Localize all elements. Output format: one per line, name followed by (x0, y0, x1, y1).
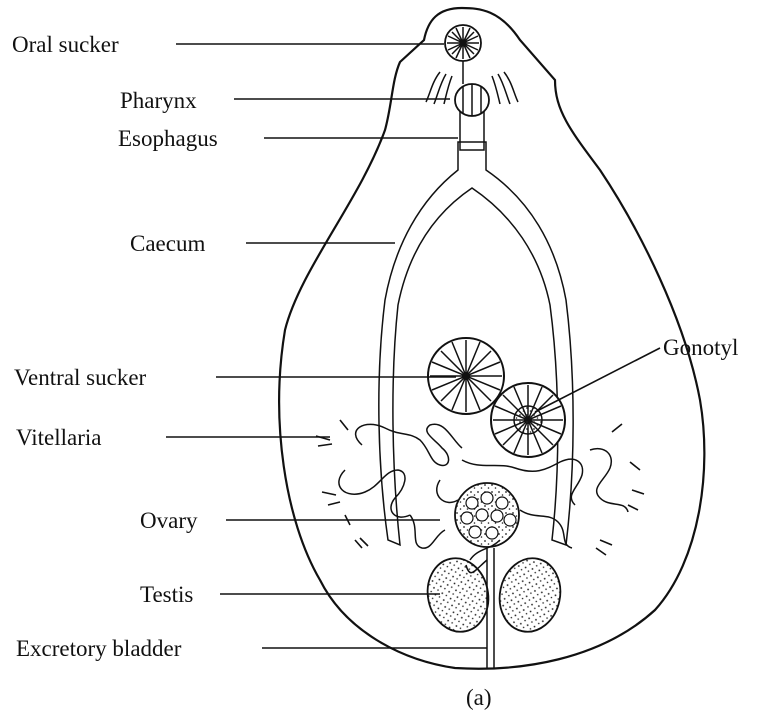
label-gonotyl: Gonotyl (663, 335, 738, 360)
leader-lines (166, 44, 660, 648)
label-vitellaria: Vitellaria (16, 425, 101, 450)
label-oral-sucker: Oral sucker (12, 32, 119, 57)
label-testis: Testis (140, 582, 193, 607)
pharynx (455, 84, 489, 116)
label-pharynx: Pharynx (120, 88, 197, 113)
label-ventral-sucker: Ventral sucker (14, 365, 147, 390)
label-caecum: Caecum (130, 231, 205, 256)
ventral-sucker (428, 338, 504, 414)
gonotyl (491, 383, 565, 457)
label-ovary: Ovary (140, 508, 198, 533)
ovary (455, 483, 519, 547)
oral-sucker (445, 25, 481, 84)
figure-caption: (a) (466, 685, 492, 710)
esophagus-tube (460, 112, 484, 150)
body-outline (279, 8, 704, 669)
label-esophagus: Esophagus (118, 126, 218, 151)
label-excretory-bladder: Excretory bladder (16, 636, 182, 661)
